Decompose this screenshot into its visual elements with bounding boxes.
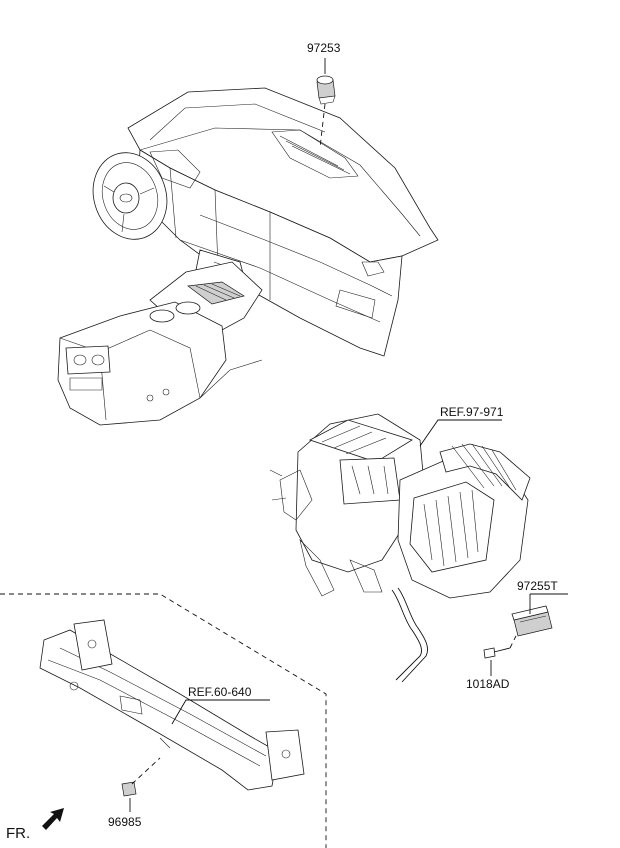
front-arrow-icon (42, 808, 64, 830)
label-ref-60-640: REF.60-640 (188, 685, 252, 699)
label-97255T: 97255T (517, 579, 558, 593)
leader-97253 (319, 103, 326, 149)
center-console (57, 261, 263, 426)
label-1018AD: 1018AD (466, 677, 510, 691)
front-label: FR. (6, 825, 30, 842)
part-97253-sensor (316, 75, 336, 149)
part-96985-clip (121, 757, 161, 797)
leader-96985-assembly (131, 757, 161, 785)
label-96985: 96985 (108, 815, 142, 829)
label-97253: 97253 (307, 41, 341, 55)
dashboard-assembly (92, 87, 439, 357)
part-97255T-module (511, 605, 553, 637)
label-ref-97-971: REF.97-971 (440, 405, 504, 419)
hvac-module (269, 413, 531, 683)
leader-1018AD (509, 635, 517, 649)
leader-97255T (529, 593, 568, 614)
part-1018AD-screw (483, 635, 517, 659)
crossbeam-region (0, 593, 327, 848)
leader-ref-97-971 (419, 419, 502, 447)
leader-ref-60-640 (171, 699, 270, 725)
